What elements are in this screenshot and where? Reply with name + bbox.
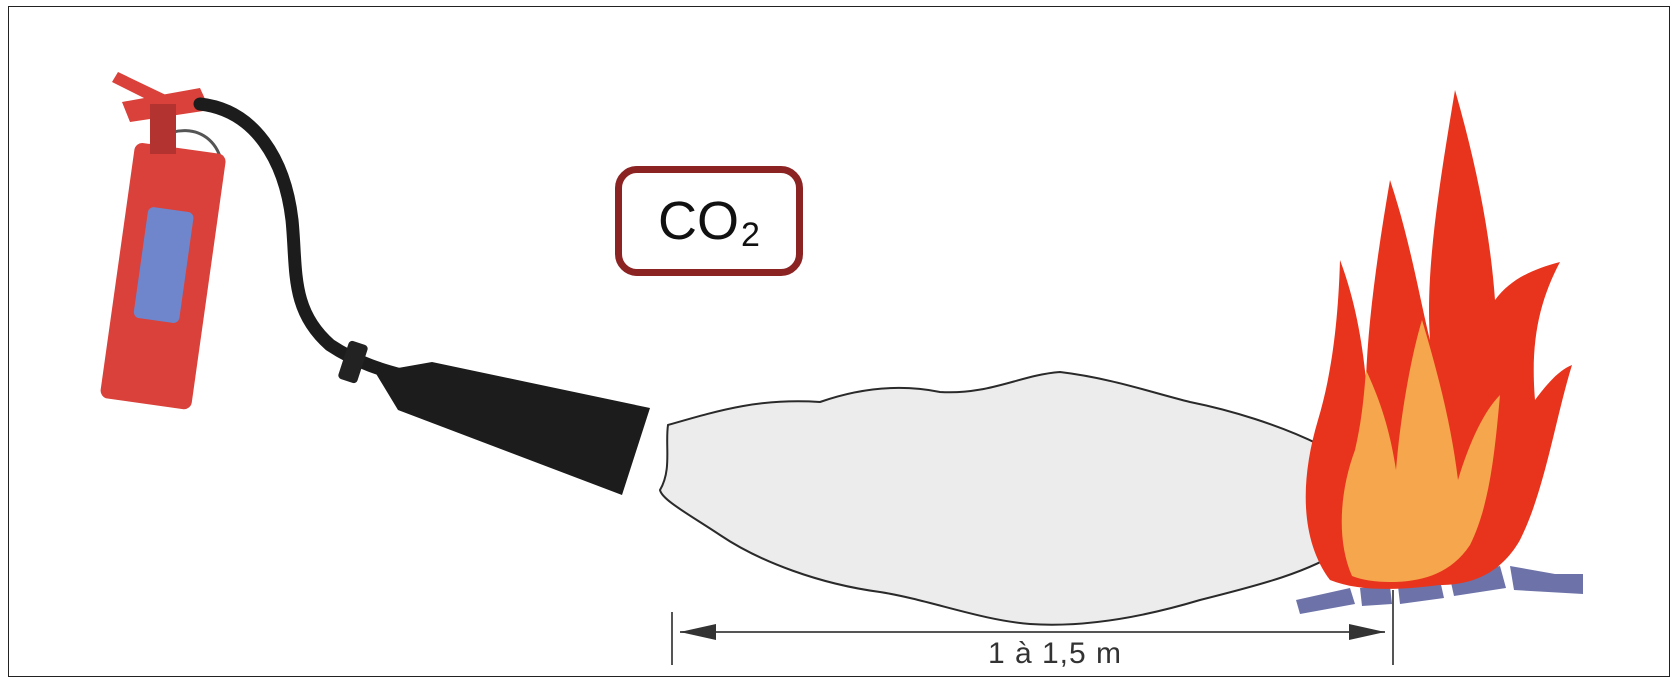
co2-extinguisher-icon (100, 72, 226, 410)
flame-inner (1341, 320, 1500, 582)
dimension-arrow-left (680, 624, 716, 640)
hose-coupling (338, 340, 368, 384)
distance-label: 1 à 1,5 m (987, 637, 1123, 670)
extinguisher-lever (112, 72, 168, 106)
flame-icon (1305, 90, 1572, 589)
extinguisher-neck (150, 104, 176, 154)
co2-label-text: CO (658, 191, 740, 251)
discharge-horn (375, 362, 650, 495)
co2-cloud (658, 370, 1361, 626)
dimension-arrow-right (1349, 624, 1385, 640)
hose (193, 97, 412, 383)
co2-label-subscript: 2 (741, 215, 760, 254)
extinguisher-panel (133, 207, 194, 323)
distance-dimension (671, 590, 1394, 665)
